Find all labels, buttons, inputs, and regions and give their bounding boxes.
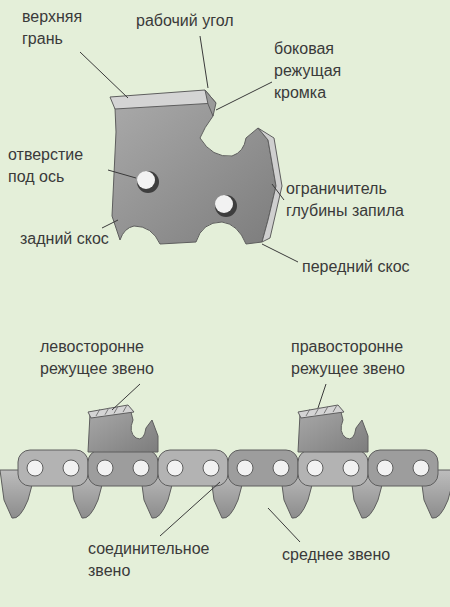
top-plate <box>298 405 344 418</box>
saw-chain <box>0 405 450 518</box>
side-plate <box>368 450 438 486</box>
part-label: передний скос <box>302 256 442 278</box>
rivet-hole <box>237 460 253 476</box>
cutter-link <box>110 90 282 244</box>
leader-lines <box>80 36 298 262</box>
hatch <box>123 405 127 412</box>
part-label: правосторонне режущее звено <box>291 336 446 380</box>
top-plate <box>88 405 134 418</box>
hatch <box>315 408 319 415</box>
rivet-hole <box>133 460 149 476</box>
rivet-hole <box>273 460 289 476</box>
part-label: верхняя грань <box>22 6 102 50</box>
side-plate <box>298 450 368 486</box>
cutter <box>88 405 158 452</box>
side-plate <box>88 450 158 486</box>
hatch <box>306 409 310 416</box>
rivet-hole <box>63 460 79 476</box>
part-label: отверстие под ось <box>8 144 113 188</box>
part-label: соединительное звено <box>88 538 228 582</box>
rivet-hole <box>307 460 323 476</box>
rivet-hole <box>167 460 183 476</box>
part-label: рабочий угол <box>136 10 256 32</box>
side-plate <box>158 450 228 486</box>
hatch <box>324 406 328 413</box>
rivet-hole <box>413 460 429 476</box>
rivet-hole <box>343 460 359 476</box>
side-plate <box>228 450 298 486</box>
rivet-hole <box>203 460 219 476</box>
part-label: левосторонне режущее звено <box>40 336 190 380</box>
hatch <box>96 409 100 416</box>
cutter <box>298 405 368 452</box>
hatch <box>333 405 337 412</box>
part-label: задний скос <box>20 228 130 250</box>
leader-lines <box>112 384 326 542</box>
rivet-hole <box>97 460 113 476</box>
part-label: ограничитель глубины запила <box>286 178 446 222</box>
side-plate <box>18 450 88 486</box>
rivet-hole <box>27 460 43 476</box>
rivet-hole <box>377 460 393 476</box>
part-label: среднее звено <box>282 544 432 566</box>
hatch <box>105 408 109 415</box>
part-label: боковая режущая кромка <box>274 38 384 104</box>
